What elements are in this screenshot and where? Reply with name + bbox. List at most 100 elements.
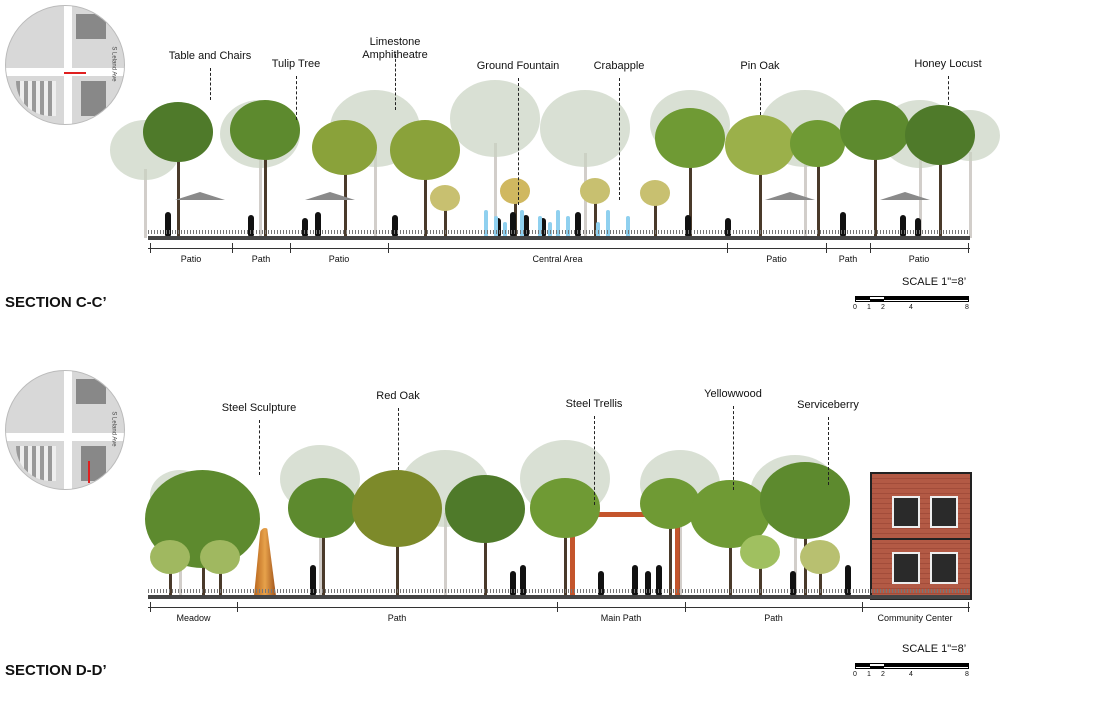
tree-canopy <box>740 535 780 569</box>
tree-canopy <box>430 185 460 211</box>
person-silhouette <box>510 212 516 236</box>
zone-label: Path <box>764 613 783 623</box>
tree-trunk <box>169 568 172 597</box>
callout-leader <box>594 416 595 505</box>
umbrella-icon <box>765 192 815 200</box>
tree-canopy <box>288 478 358 538</box>
scale-segment <box>884 297 912 300</box>
tree-trunk <box>264 149 267 238</box>
person-silhouette <box>645 571 651 595</box>
scale-segment <box>912 297 968 300</box>
person-silhouette <box>915 218 921 236</box>
callout-label: Tulip Tree <box>271 58 321 70</box>
zone-label: Community Center <box>877 613 953 623</box>
callout-leader <box>760 78 761 115</box>
callout-label: Ground Fountain <box>476 60 560 72</box>
callout-leader <box>210 68 211 100</box>
scale-label: SCALE 1"=8’ <box>902 643 967 655</box>
street-label: S Leland Ave <box>110 411 117 447</box>
key-map-c: S Leland Ave <box>5 5 125 125</box>
person-silhouette <box>575 212 581 236</box>
dimension-tick <box>862 602 863 612</box>
person-silhouette <box>392 215 398 236</box>
scale-tick-label: 1 <box>867 304 871 311</box>
tree-trunk <box>759 563 762 597</box>
umbrella-icon <box>305 192 355 200</box>
steel-sculpture <box>254 528 276 596</box>
tree-trunk <box>444 206 447 238</box>
tree-canopy <box>445 475 525 543</box>
person-silhouette <box>900 215 906 236</box>
fountain-jet <box>626 216 630 238</box>
dimension-tick <box>968 243 969 253</box>
scale-segment <box>870 299 884 302</box>
zone-label: Patio <box>328 254 350 264</box>
tree-trunk <box>594 199 597 238</box>
callout-leader <box>828 417 829 485</box>
callout-label: Crabapple <box>593 60 645 72</box>
callout-label: Serviceberry <box>797 399 859 411</box>
ground-line <box>148 595 970 599</box>
callout-leader <box>733 406 734 490</box>
tree-trunk <box>444 513 447 597</box>
tree-trunk <box>819 568 822 597</box>
zone-label: Path <box>387 613 407 623</box>
tree-trunk <box>669 520 672 597</box>
callout-leader <box>398 408 399 470</box>
scale-label: SCALE 1"=8’ <box>902 276 967 288</box>
umbrella-icon <box>880 192 930 200</box>
person-silhouette <box>540 218 546 236</box>
person-silhouette <box>845 565 851 595</box>
zone-label: Patio <box>180 254 202 264</box>
callout-label: Steel Sculpture <box>221 402 297 414</box>
fountain-jet <box>484 210 488 238</box>
dimension-tick <box>237 602 238 612</box>
scale-segment <box>856 297 870 300</box>
tree-trunk <box>759 164 762 238</box>
dimension-tick <box>232 243 233 253</box>
person-silhouette <box>495 218 501 236</box>
zone-label: Main Path <box>600 613 642 623</box>
tree-trunk <box>564 527 567 597</box>
tree-trunk <box>322 527 325 597</box>
person-silhouette <box>598 571 604 595</box>
tree-canopy <box>760 462 850 539</box>
dimension-tick <box>557 602 558 612</box>
scale-segment <box>870 666 884 669</box>
fountain-jet <box>556 210 560 238</box>
tree-trunk <box>144 169 147 238</box>
person-silhouette <box>725 218 731 236</box>
scale-tick-label: 4 <box>909 304 913 311</box>
tree-canopy <box>580 178 610 204</box>
tree-trunk <box>816 158 820 238</box>
person-silhouette <box>523 215 529 236</box>
callout-label: Honey Locust <box>914 58 982 70</box>
person-silhouette <box>310 565 316 595</box>
person-silhouette <box>248 215 254 236</box>
tree-canopy <box>352 470 442 547</box>
person-silhouette <box>302 218 308 236</box>
steel-trellis <box>568 512 684 517</box>
tree-trunk <box>343 165 347 238</box>
fountain-jet <box>520 210 524 238</box>
tree-canopy <box>655 108 725 168</box>
tree-trunk <box>874 149 877 238</box>
tree-trunk <box>804 153 807 238</box>
person-silhouette <box>685 215 691 236</box>
person-silhouette <box>510 571 516 595</box>
tree-canopy <box>800 540 840 574</box>
tree-trunk <box>396 533 399 597</box>
scale-tick-label: 0 <box>853 304 857 311</box>
dimension-tick <box>150 243 151 253</box>
callout-label: Steel Trellis <box>565 398 623 410</box>
scale-tick-label: 1 <box>867 671 871 678</box>
tree-canopy <box>450 80 540 157</box>
tree-canopy <box>500 178 530 204</box>
person-silhouette <box>165 212 171 236</box>
tree-canopy <box>540 90 630 167</box>
scale-segment <box>856 664 870 667</box>
scale-tick-label: 8 <box>965 304 969 311</box>
tree-canopy <box>530 478 600 538</box>
tree-canopy <box>790 120 845 167</box>
